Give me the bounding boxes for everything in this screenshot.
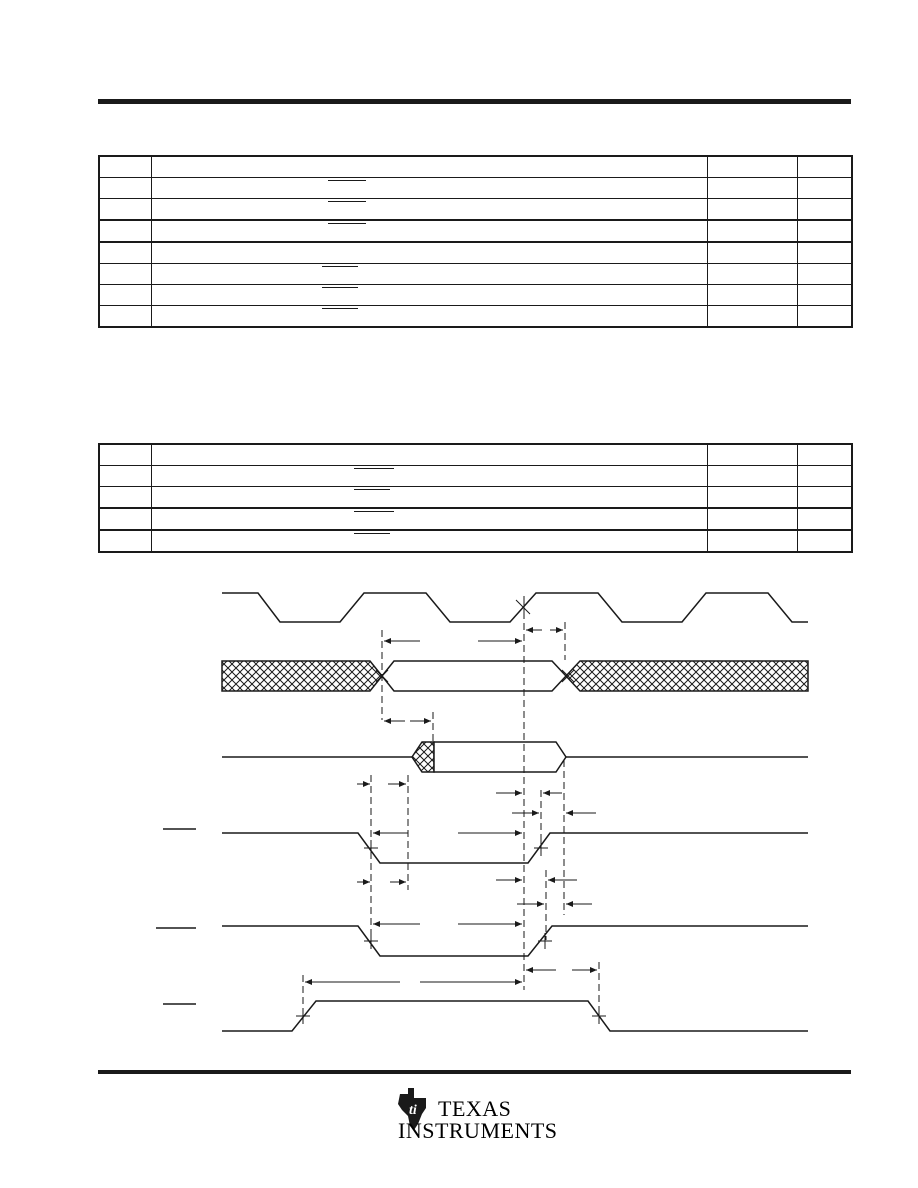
svg-text:ti: ti	[409, 1103, 417, 1118]
strobe-1-waveform	[222, 832, 808, 864]
strobe-2-waveform	[222, 925, 808, 957]
bus-invalid-right	[564, 660, 809, 692]
table-row	[98, 263, 853, 285]
output-valid	[433, 741, 567, 773]
output-transition	[411, 741, 435, 773]
table-row	[98, 177, 853, 199]
bus-valid-window	[381, 660, 568, 692]
table-row	[98, 241, 853, 264]
logo-line-2: INSTRUMENTS	[398, 1118, 558, 1143]
table-row	[98, 198, 853, 221]
table-row	[98, 465, 853, 487]
bus-invalid-left	[221, 660, 383, 692]
table-row	[98, 529, 853, 553]
table-row	[98, 284, 853, 306]
header-rule	[98, 99, 851, 104]
strobe-3-waveform	[222, 1000, 808, 1032]
spec-table-1	[98, 155, 853, 328]
table-row	[98, 219, 853, 243]
spec-table-2	[98, 443, 853, 553]
table-row	[98, 305, 853, 328]
table-row	[98, 443, 853, 466]
footer-rule	[98, 1070, 851, 1074]
ti-state-logo-icon: ti	[398, 1088, 426, 1130]
logo-line-1: TEXAS	[438, 1096, 512, 1121]
clock-waveform	[222, 592, 808, 623]
ti-logo: ti TEXAS INSTRUMENTS	[396, 1084, 558, 1144]
